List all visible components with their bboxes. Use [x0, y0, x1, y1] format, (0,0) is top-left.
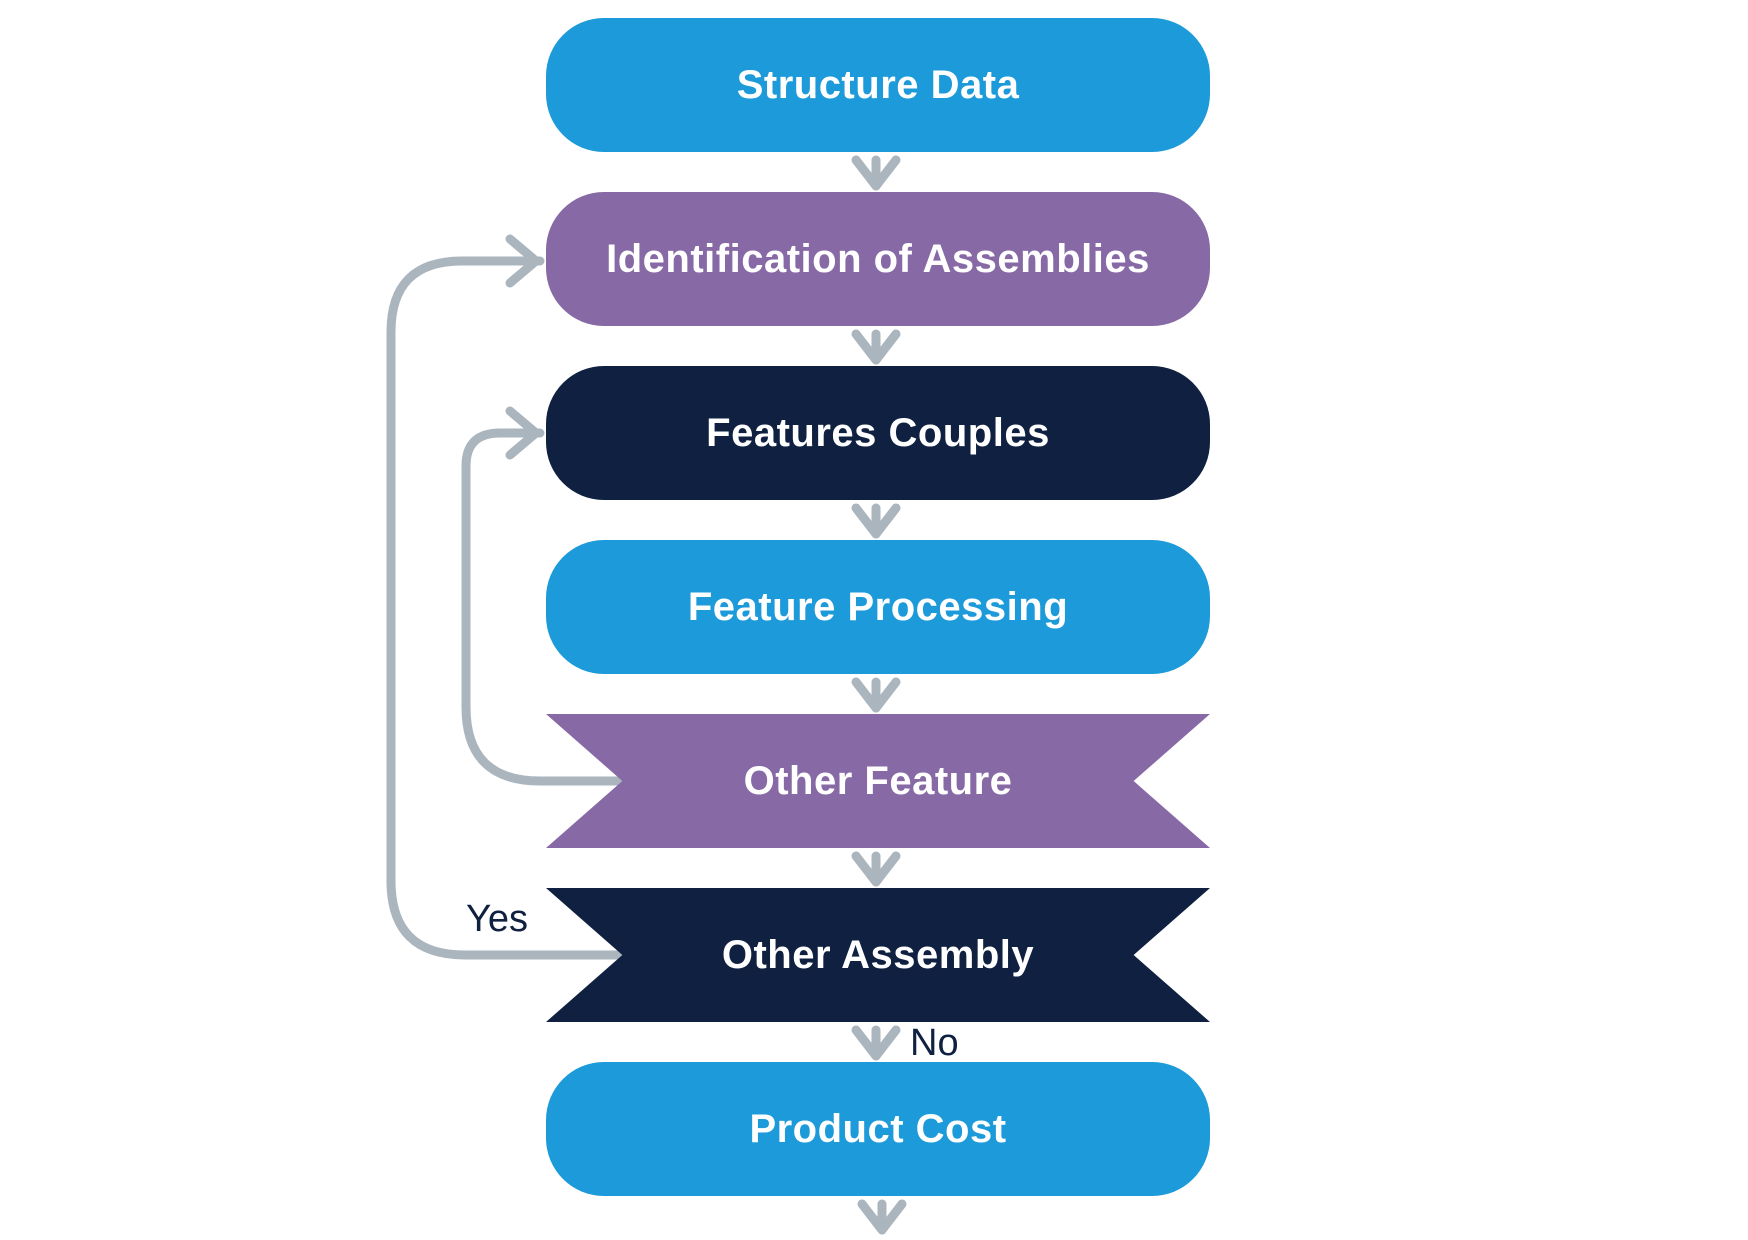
node-label: Feature Processing	[687, 584, 1069, 629]
arrow-down-no	[851, 1025, 901, 1061]
arrow-down-2	[851, 329, 901, 365]
node-label: Other Feature	[743, 758, 1013, 803]
node-label: Features Couples	[706, 410, 1050, 455]
arrow-down-3	[851, 503, 901, 539]
node-product-cost: Product Cost	[546, 1062, 1210, 1196]
node-identification-of-assemblies: Identification of Assemblies	[546, 192, 1210, 326]
arrow-down-5	[851, 851, 901, 887]
node-feature-processing: Feature Processing	[546, 540, 1210, 674]
decision-other-assembly: Other Assembly	[546, 888, 1210, 1022]
node-label: Structure Data	[736, 62, 1020, 107]
edge-label-no: No	[910, 1022, 959, 1064]
loop-arrow-assembly	[386, 234, 627, 960]
node-label: Identification of Assemblies	[606, 236, 1150, 281]
node-structure-data: Structure Data	[546, 18, 1210, 152]
edge-label-yes: Yes	[466, 898, 528, 940]
loop-arrow-feature	[461, 406, 627, 786]
node-label: Other Assembly	[721, 932, 1035, 977]
arrow-down-1	[851, 155, 901, 191]
node-label: Product Cost	[749, 1106, 1007, 1151]
decision-other-feature: Other Feature	[546, 714, 1210, 848]
node-features-couples: Features Couples	[546, 366, 1210, 500]
arrow-down-end	[857, 1199, 907, 1235]
arrow-down-4	[851, 677, 901, 713]
